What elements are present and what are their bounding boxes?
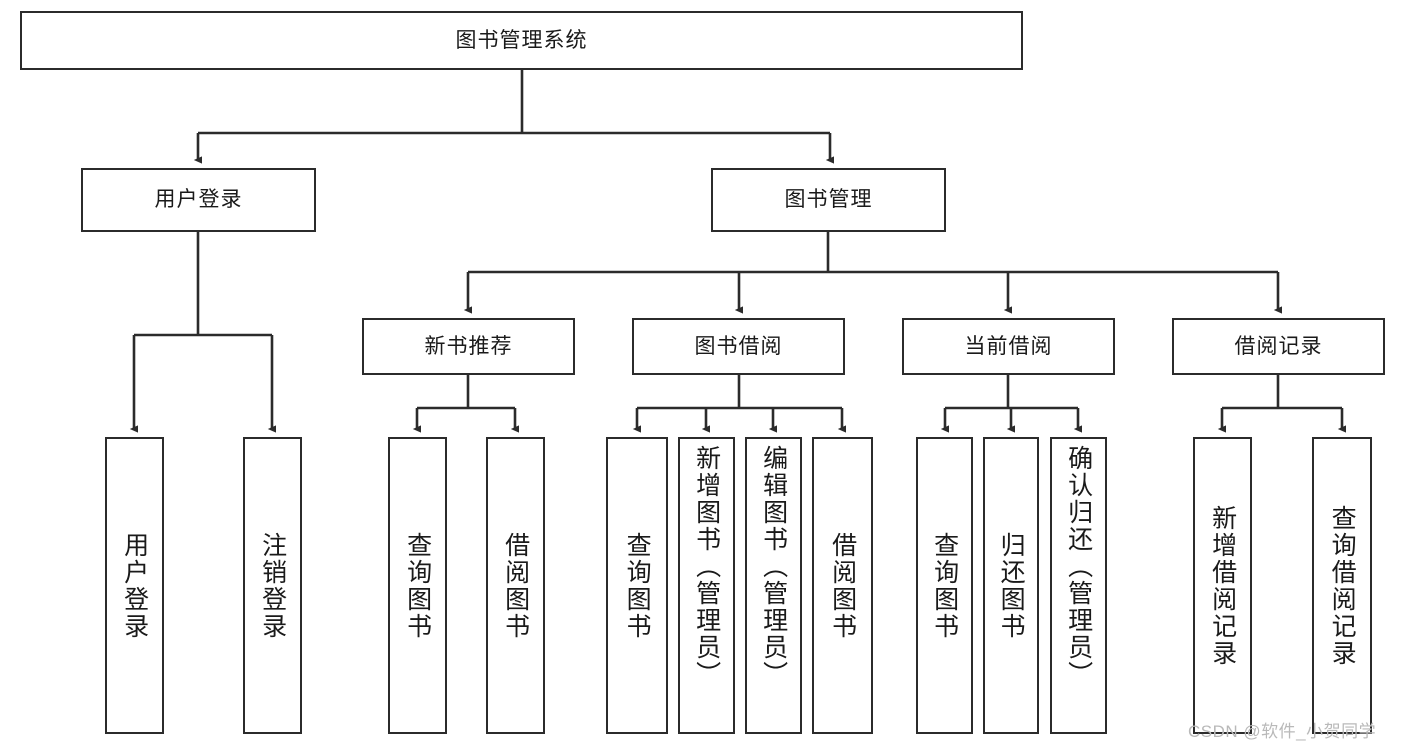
node-label: 注销登录 [258,531,287,640]
leaf-borrow-book-new[interactable]: 借阅图书 [486,437,545,734]
node-root-system[interactable]: 图书管理系统 [20,11,1023,70]
node-label: 查询图书 [403,531,432,640]
node-label: 用户登录 [154,188,243,212]
leaf-query-book-current[interactable]: 查询图书 [916,437,973,734]
node-label: 编辑图书（管理员） [759,445,788,688]
node-label: 图书借阅 [694,334,783,358]
node-new-book-recommend[interactable]: 新书推荐 [362,318,575,375]
leaf-user-login[interactable]: 用户登录 [105,437,164,734]
node-label: 归还图书 [997,531,1026,640]
node-label: 查询图书 [623,531,652,640]
node-book-management[interactable]: 图书管理 [711,168,946,232]
leaf-query-book-new[interactable]: 查询图书 [388,437,447,734]
leaf-borrow-book[interactable]: 借阅图书 [812,437,873,734]
node-user-login[interactable]: 用户登录 [81,168,316,232]
leaf-query-book-borrow[interactable]: 查询图书 [606,437,668,734]
node-label: 用户登录 [120,531,149,640]
node-label: 当前借阅 [964,334,1053,358]
node-label: 新书推荐 [424,334,513,358]
node-book-borrow[interactable]: 图书借阅 [632,318,845,375]
leaf-query-borrow-record[interactable]: 查询借阅记录 [1312,437,1372,734]
node-borrow-records[interactable]: 借阅记录 [1172,318,1385,375]
leaf-user-logout[interactable]: 注销登录 [243,437,302,734]
leaf-add-book-admin[interactable]: 新增图书（管理员） [678,437,735,734]
node-label: 借阅记录 [1234,334,1323,358]
node-label: 借阅图书 [828,531,857,640]
node-label: 新增图书（管理员） [692,445,721,688]
node-label: 图书管理系统 [455,28,588,52]
node-label: 新增借阅记录 [1208,504,1237,667]
leaf-confirm-return-admin[interactable]: 确认归还（管理员） [1050,437,1107,734]
leaf-return-book[interactable]: 归还图书 [983,437,1039,734]
leaf-edit-book-admin[interactable]: 编辑图书（管理员） [745,437,802,734]
node-label: 查询借阅记录 [1328,504,1357,667]
node-current-borrow[interactable]: 当前借阅 [902,318,1115,375]
node-label: 图书管理 [784,188,873,212]
node-label: 确认归还（管理员） [1064,445,1093,688]
node-label: 查询图书 [930,531,959,640]
leaf-add-borrow-record[interactable]: 新增借阅记录 [1193,437,1252,734]
node-label: 借阅图书 [501,531,530,640]
